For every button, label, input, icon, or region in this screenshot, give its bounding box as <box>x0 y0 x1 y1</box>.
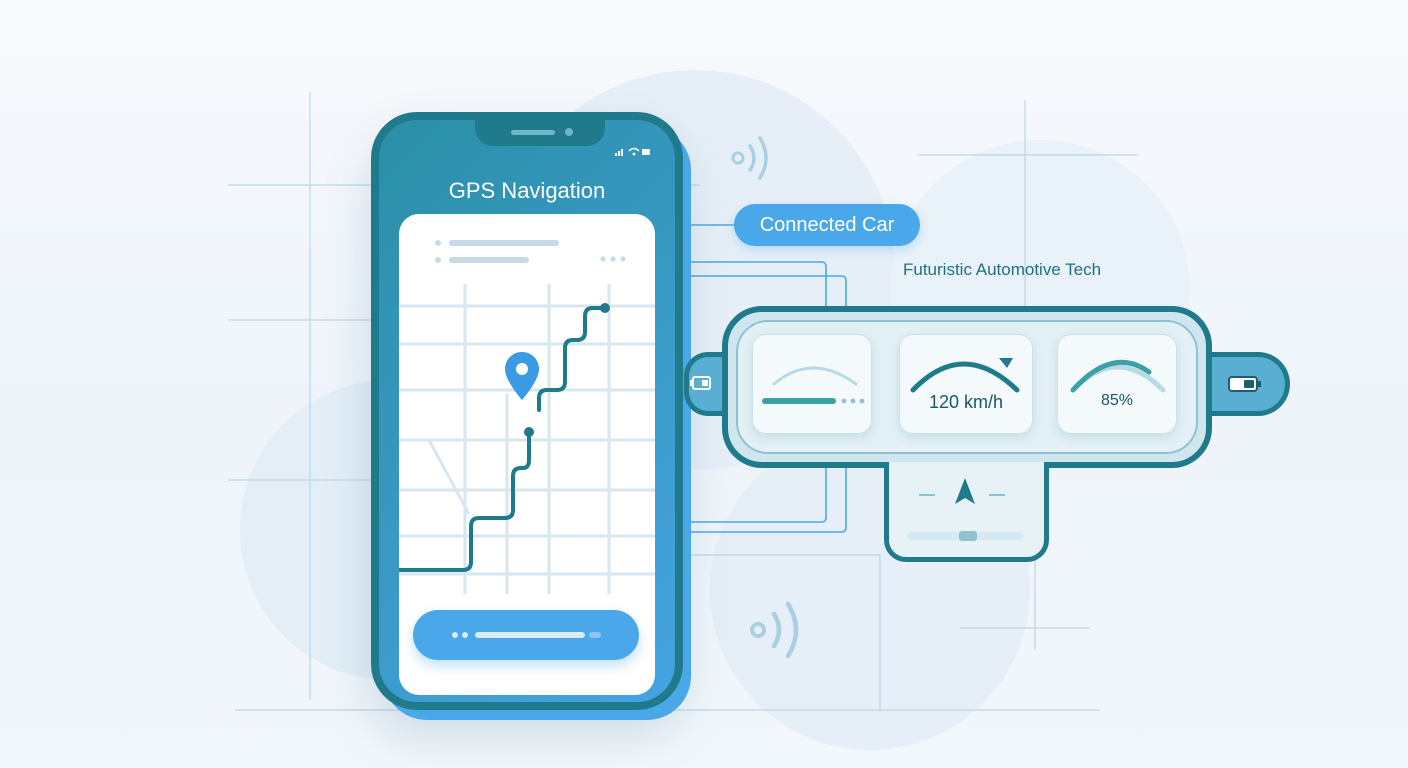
battery-arc <box>1070 359 1166 393</box>
status-gauge <box>752 334 872 434</box>
smartphone: GPS Navigation <box>371 112 683 710</box>
arc-gauge <box>762 366 865 404</box>
status-bar-icons <box>615 147 650 156</box>
button-placeholder-lines <box>452 632 601 638</box>
speedometer-gauge: 120 km/h <box>899 334 1033 434</box>
battery-gauge: 85% <box>1057 334 1177 434</box>
battery-readout: 85% <box>1100 392 1134 409</box>
connected-car-badge: Connected Car <box>734 204 920 246</box>
phone-notch <box>475 120 605 146</box>
battery-icon <box>690 376 711 390</box>
location-pin-icon[interactable] <box>503 350 541 404</box>
console-display <box>907 478 1023 541</box>
dashboard-wing-right <box>1200 352 1290 416</box>
subtitle: Futuristic Automotive Tech <box>903 260 1102 279</box>
wireless-signal-icon <box>731 136 768 180</box>
battery-icon <box>1228 376 1261 392</box>
wireless-signal-icon <box>750 601 799 659</box>
page-title: GPS Navigation <box>448 178 606 203</box>
start-navigation-button[interactable] <box>413 610 639 660</box>
map-screen[interactable] <box>399 214 655 695</box>
center-console <box>884 462 1049 562</box>
navigation-arrow-icon <box>955 478 975 504</box>
speed-readout: 120 km/h <box>928 392 1004 412</box>
camera-icon <box>565 128 573 136</box>
speaker-grille <box>511 130 555 135</box>
phone-body: GPS Navigation <box>379 120 675 702</box>
speedometer-arc <box>910 358 1020 393</box>
